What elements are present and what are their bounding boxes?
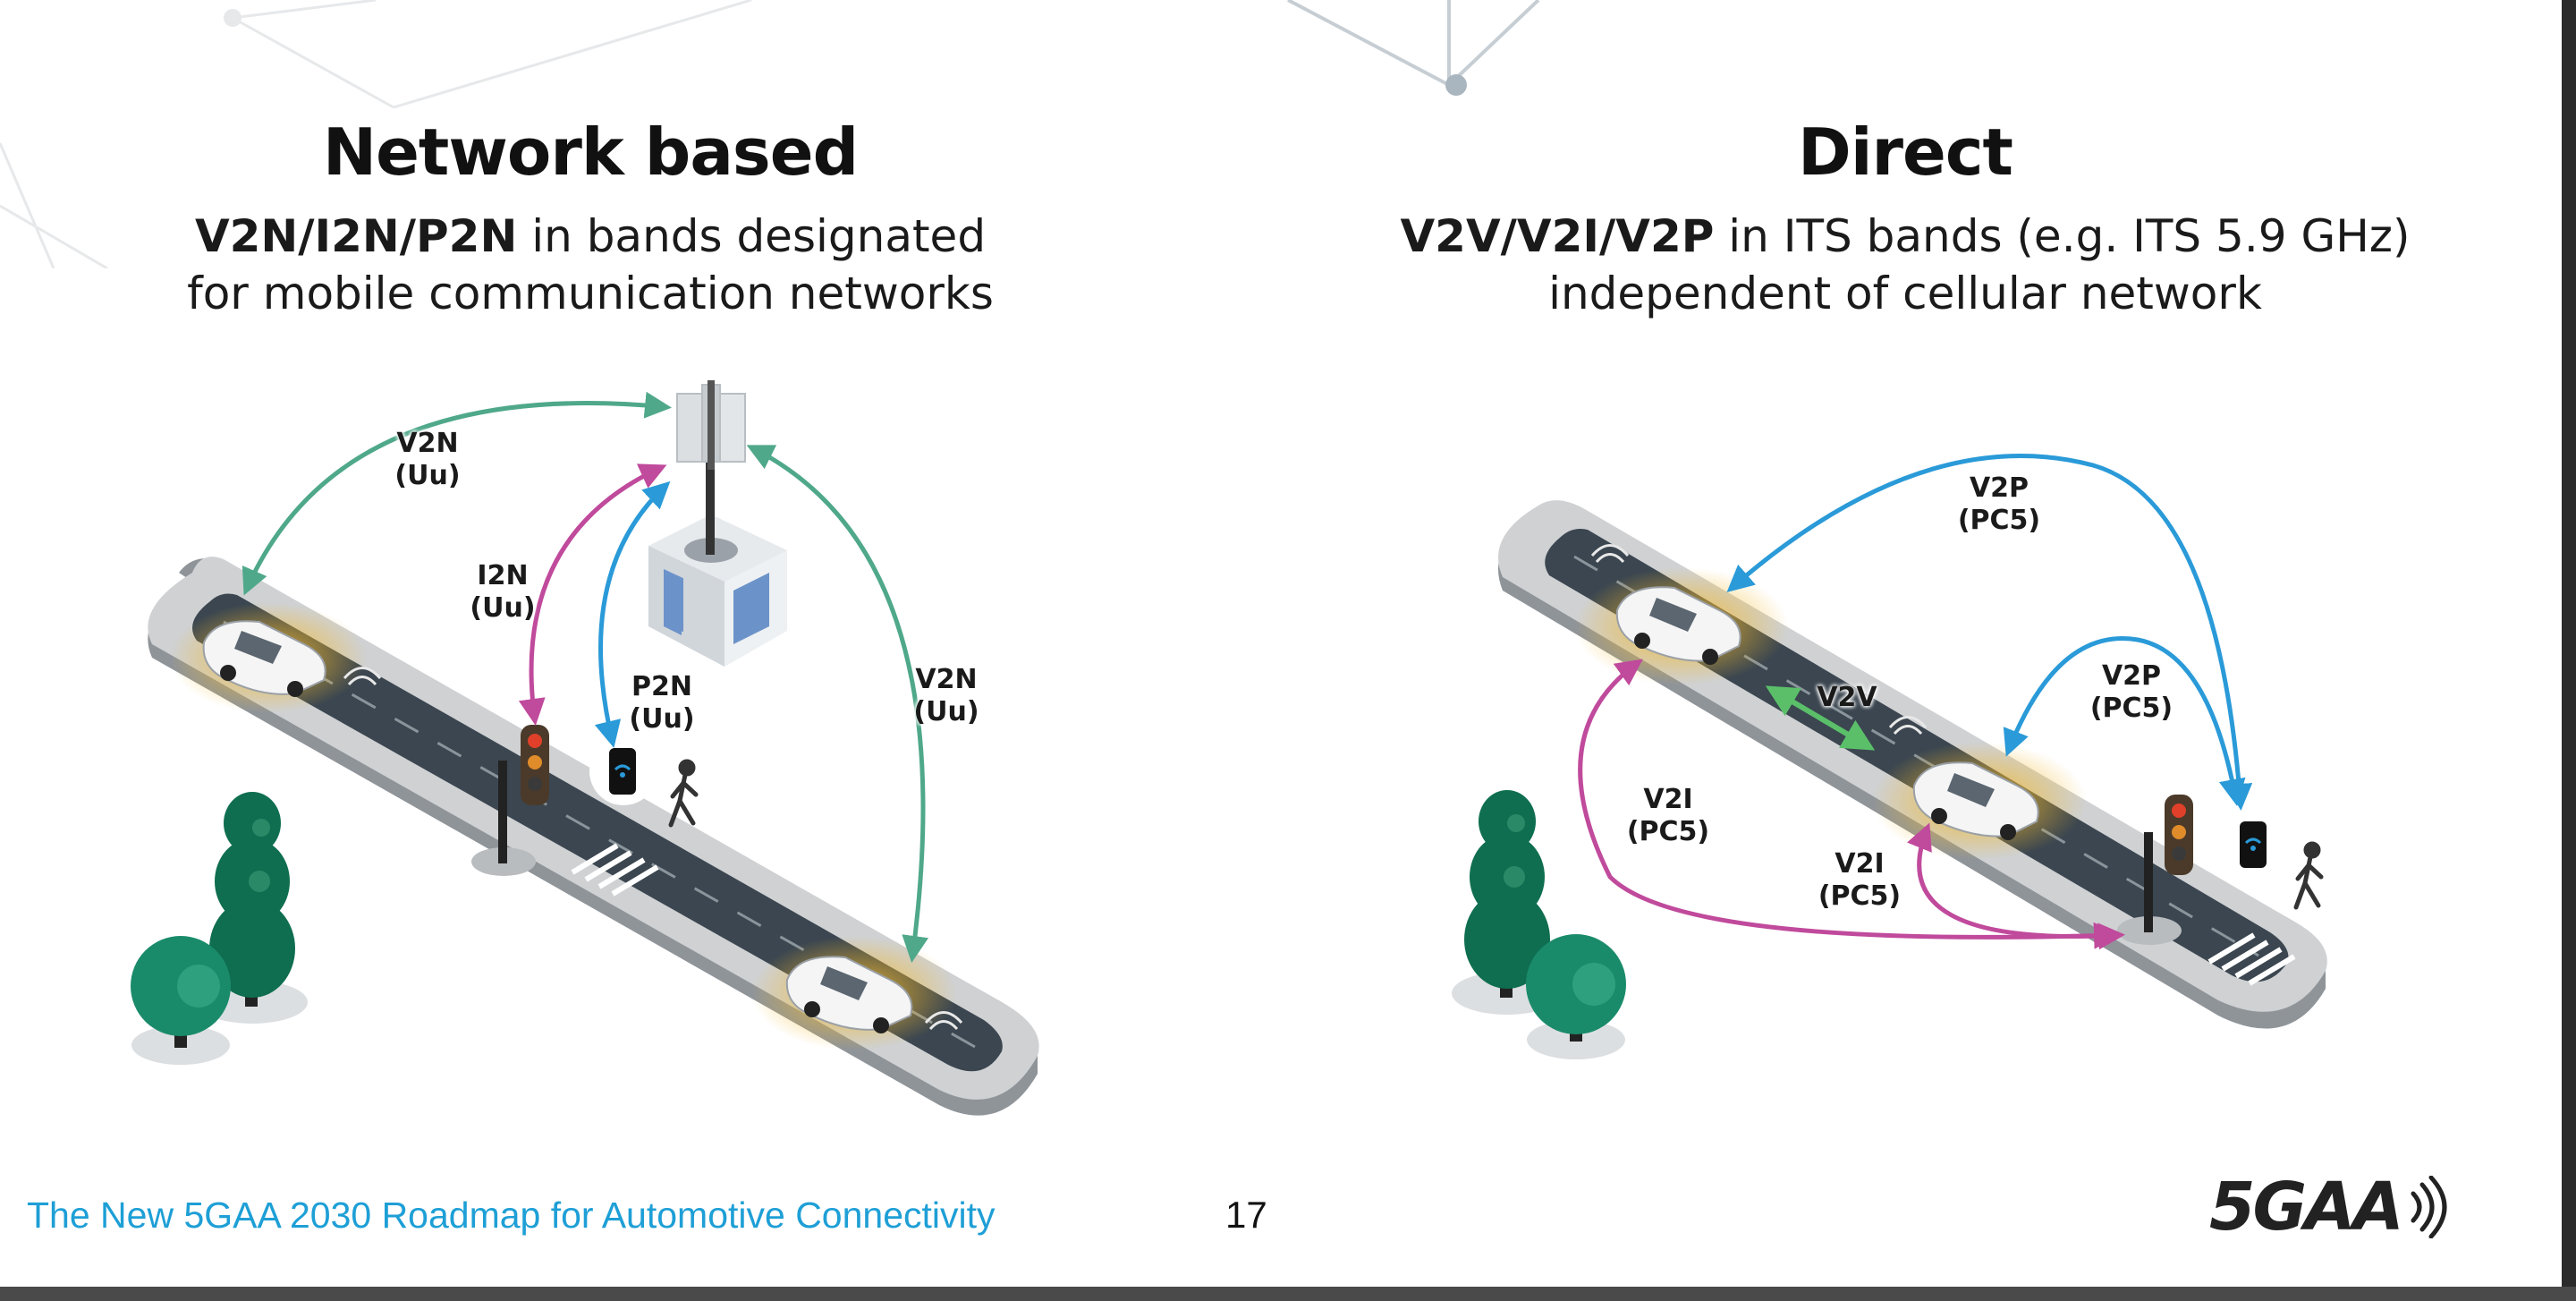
network-based-subtitle-line2: for mobile communication networks <box>187 268 994 319</box>
phone-icon <box>2220 812 2288 880</box>
v2i-pc5-label-left: V2I(PC5) <box>1626 784 1710 847</box>
traffic-light-icon <box>471 725 549 876</box>
page-number: 17 <box>1225 1194 1267 1236</box>
car-icon <box>170 602 367 713</box>
v2n-arrow-top <box>242 391 672 596</box>
building-icon <box>648 514 787 667</box>
i2n-uu-label: I2N(Uu) <box>470 560 536 624</box>
direct-subtitle: V2V/V2I/V2P in ITS bands (e.g. ITS 5.9 G… <box>1342 208 2469 322</box>
car-icon <box>1574 567 1789 685</box>
tree-icon <box>1526 934 1626 1059</box>
traffic-light-icon <box>2117 795 2193 945</box>
logo-wordmark: 5GAA <box>2209 1169 2404 1246</box>
direct-subtitle-bold: V2V/V2I/V2P <box>1400 210 1715 262</box>
v2i-arrow-left <box>1578 659 2121 949</box>
direct-illustration <box>1452 454 2327 1059</box>
v2p-arrow-top <box>1726 454 2253 811</box>
direct-title: Direct <box>1798 115 2013 190</box>
tree-icon <box>1452 790 1563 1015</box>
p2n-arrow <box>594 480 671 748</box>
network-based-scene <box>0 0 1288 1163</box>
wifi-icon <box>343 667 382 686</box>
network-based-subtitle: V2N/I2N/P2N in bands designated for mobi… <box>125 208 1055 322</box>
signal-icon <box>2411 1176 2447 1238</box>
pedestrian-icon <box>668 759 699 828</box>
direct-scene <box>1288 0 2562 1163</box>
v2v-label: V2V <box>1817 682 1877 713</box>
network-based-subtitle-bold: V2N/I2N/P2N <box>194 210 518 262</box>
decorative-network-lines <box>0 0 1540 268</box>
footer-title: The New 5GAA 2030 Roadmap for Automotive… <box>27 1195 996 1236</box>
crosswalk <box>571 843 659 897</box>
tree-icon <box>131 936 231 1065</box>
network-based-illustration <box>131 380 1039 1116</box>
network-based-subtitle-rest: in bands designated <box>517 210 987 262</box>
direct-subtitle-rest: in ITS bands (e.g. ITS 5.9 GHz) <box>1714 210 2411 262</box>
v2n-uu-label-top: V2N(Uu) <box>394 428 461 491</box>
p2n-uu-label: P2N(Uu) <box>629 671 695 735</box>
5gaa-logo: 5GAA <box>2209 1169 2469 1258</box>
window-edge-bottom <box>0 1287 2576 1301</box>
v2n-uu-label-right: V2N(Uu) <box>913 664 979 727</box>
v2n-arrow-right <box>746 445 929 963</box>
v2p-pc5-label-mid: V2P(PC5) <box>2089 660 2174 724</box>
wifi-icon <box>924 1011 963 1031</box>
crosswalk <box>2207 932 2296 986</box>
wifi-icon <box>1590 544 1630 564</box>
phone-icon <box>589 737 657 805</box>
pedestrian-icon <box>2293 841 2324 910</box>
car-icon <box>751 936 957 1050</box>
car-icon <box>1872 742 2087 860</box>
v2i-arrow-mid <box>1907 822 2125 950</box>
direct-subtitle-line2: independent of cellular network <box>1548 268 2262 319</box>
network-based-title: Network based <box>322 115 859 190</box>
v2i-pc5-label-mid: V2I(PC5) <box>1818 848 1902 912</box>
window-edge-right <box>2562 0 2576 1301</box>
v2p-pc5-label-top: V2P(PC5) <box>1957 472 2041 536</box>
cell-tower-icon <box>676 380 746 555</box>
